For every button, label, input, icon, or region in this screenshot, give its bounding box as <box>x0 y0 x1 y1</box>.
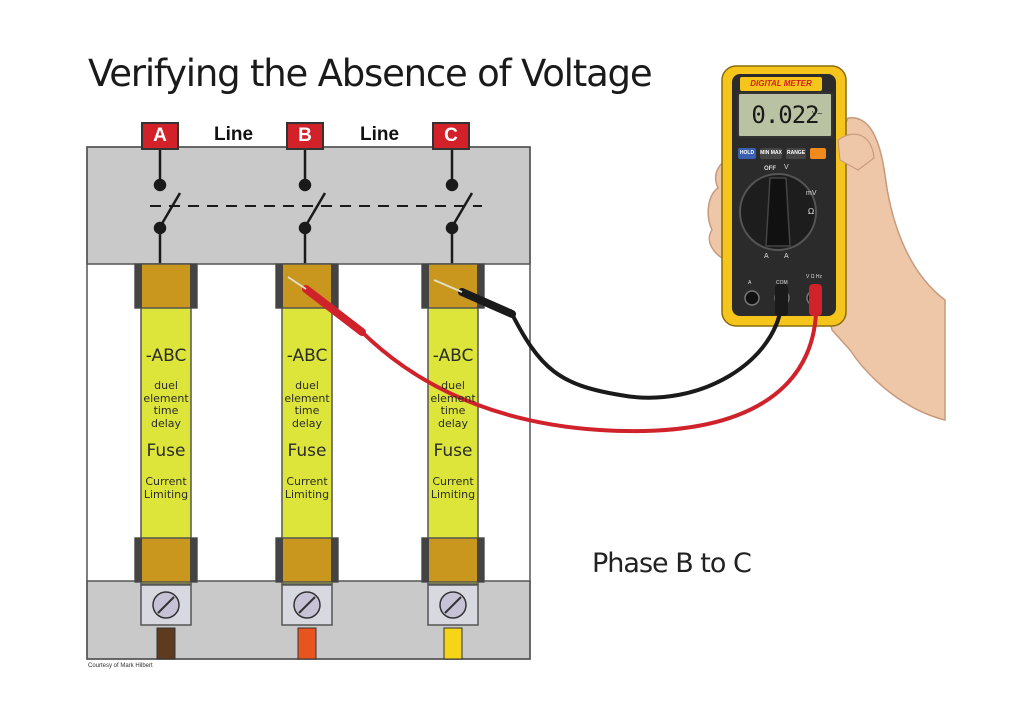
switch-b <box>298 147 327 264</box>
fuse-a-type: -ABC <box>145 346 187 366</box>
terminal-screw-c <box>427 584 479 626</box>
fuse-a-desc: duel element time delay <box>143 379 189 430</box>
black-probe-tip <box>433 279 463 293</box>
jack-label-a: A <box>748 280 752 286</box>
black-probe-handle <box>458 288 516 318</box>
meter-brand-label: DIGITAL METER <box>740 77 822 91</box>
jack-label-com: COM <box>776 280 788 286</box>
range-button[interactable]: RANGE <box>786 148 806 159</box>
dial-label-a2: A <box>784 253 789 260</box>
fuse-a-limiting: Current Limiting <box>143 475 189 501</box>
line-label-bc: Line <box>360 124 400 145</box>
dial-label-ohm: Ω <box>808 207 815 216</box>
phase-label-a: A <box>141 122 179 150</box>
fuse-c-type: -ABC <box>432 346 474 366</box>
load-wire-a <box>156 627 176 660</box>
dial-label-v: V <box>784 164 789 171</box>
red-plug <box>809 284 822 316</box>
terminal-screw-b <box>281 584 333 626</box>
meter-unit: V~ <box>812 110 823 118</box>
thumb-icon <box>837 133 875 171</box>
red-test-lead <box>358 297 819 434</box>
hold-button[interactable]: HOLD <box>738 148 756 159</box>
meter-display: 0.022 <box>737 92 833 138</box>
line-label-ab: Line <box>214 124 254 145</box>
fuse-b-type: -ABC <box>286 346 328 366</box>
jack-label-v: V Ω Hz <box>806 274 822 280</box>
red-probe-handle <box>302 285 366 336</box>
fuse-c <box>421 263 485 585</box>
dial-label-mv: mV <box>806 190 817 197</box>
load-wire-b <box>297 627 317 660</box>
fuse-b-name: Fuse <box>287 441 327 461</box>
fuse-c-desc: duel element time delay <box>430 379 476 430</box>
fuse-b-desc: duel element time delay <box>284 379 330 430</box>
fuse-c-limiting: Current Limiting <box>430 475 476 501</box>
jack-a[interactable] <box>744 290 760 306</box>
dial-label-off: OFF <box>764 166 776 172</box>
switch-c <box>445 147 474 264</box>
fuse-a-name: Fuse <box>146 441 186 461</box>
black-test-lead <box>508 297 784 400</box>
load-wire-c <box>443 627 463 660</box>
fuse-b-limiting: Current Limiting <box>284 475 330 501</box>
black-plug <box>775 284 788 316</box>
diagram-title: Verifying the Absence of Voltage <box>88 52 653 95</box>
fuse-a <box>134 263 198 585</box>
phase-caption: Phase B to C <box>592 548 752 579</box>
phase-label-c: C <box>432 122 470 150</box>
terminal-screw-a <box>140 584 192 626</box>
red-probe-tip <box>287 276 307 290</box>
image-credit: Courtesy of Mark Hilbert <box>88 663 153 669</box>
phase-label-b: B <box>286 122 324 150</box>
switch-a <box>153 147 182 264</box>
fuse-b <box>275 263 339 585</box>
fuse-c-name: Fuse <box>433 441 473 461</box>
dial-label-a: A <box>764 253 769 260</box>
minmax-button[interactable]: MIN MAX <box>760 148 782 159</box>
backlight-button[interactable] <box>810 148 826 159</box>
